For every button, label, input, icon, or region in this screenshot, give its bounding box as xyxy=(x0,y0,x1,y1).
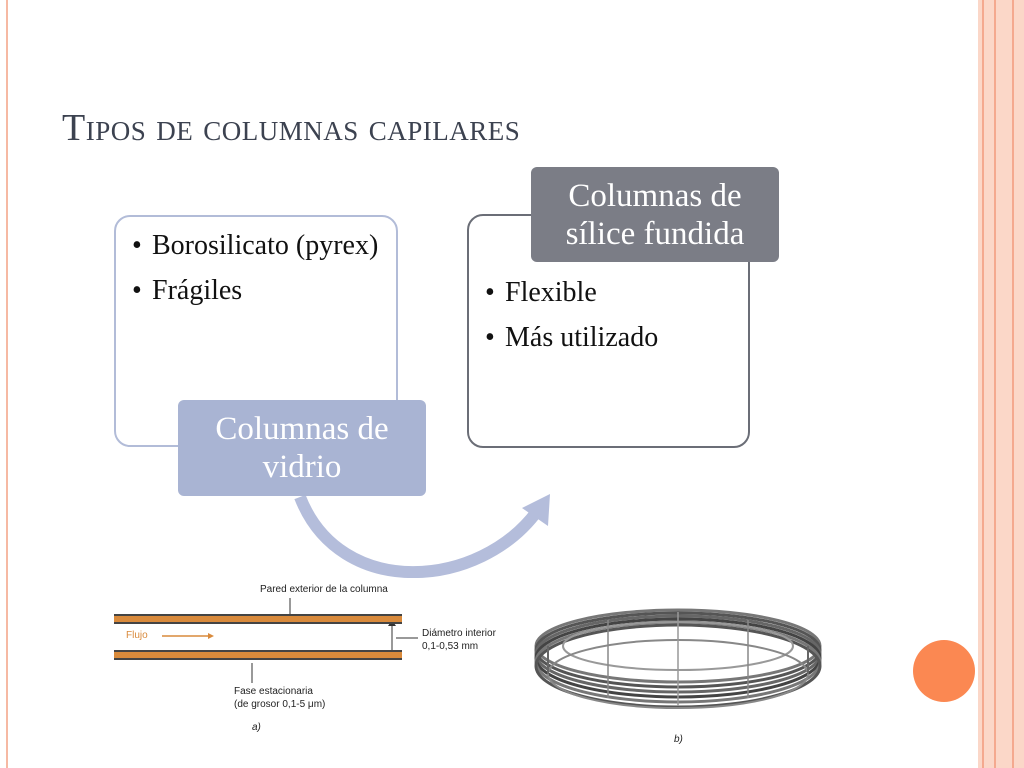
glass-column-label: Columnas de vidrio xyxy=(178,400,426,496)
outer-wall-bottom xyxy=(114,650,402,660)
right-frame-line-2 xyxy=(994,0,996,768)
silica-column-label: Columnas de sílice fundida xyxy=(531,167,779,262)
right-frame-band xyxy=(978,0,1024,768)
silica-column-bullets: Flexible Más utilizado xyxy=(483,276,745,366)
diameter-value: 0,1-0,53 mm xyxy=(422,641,479,652)
bullet-item: Más utilizado xyxy=(483,321,745,354)
cross-section-drawing xyxy=(162,598,418,683)
phase-label: Fase estacionaria xyxy=(234,686,313,697)
bullet-item: Flexible xyxy=(483,276,745,309)
right-frame-line-3 xyxy=(1012,0,1014,768)
glass-column-label-text: Columnas de vidrio xyxy=(215,411,389,485)
slide-title: Tipos de columnas capilares xyxy=(62,107,521,149)
silica-column-label-text: Columnas de sílice fundida xyxy=(565,177,745,252)
glass-column-bullets: Borosilicato (pyrex) Frágiles xyxy=(130,229,380,319)
bullet-item: Borosilicato (pyrex) xyxy=(130,229,380,262)
caption-b: b) xyxy=(674,734,683,745)
left-frame-line xyxy=(6,0,8,768)
coiled-column-drawing xyxy=(534,608,822,709)
column-figure: Pared exterior de la columna Flujo Diáme… xyxy=(62,578,862,753)
orange-accent-circle xyxy=(913,640,975,702)
outer-wall-top xyxy=(114,614,402,624)
diameter-label: Diámetro interior xyxy=(422,628,496,639)
flow-label: Flujo xyxy=(126,630,148,641)
bullet-item: Frágiles xyxy=(130,274,380,307)
wall-label: Pared exterior de la columna xyxy=(260,584,388,595)
right-frame-line-1 xyxy=(982,0,984,768)
caption-a: a) xyxy=(252,722,261,733)
phase-thickness: (de grosor 0,1-5 μm) xyxy=(234,699,326,710)
